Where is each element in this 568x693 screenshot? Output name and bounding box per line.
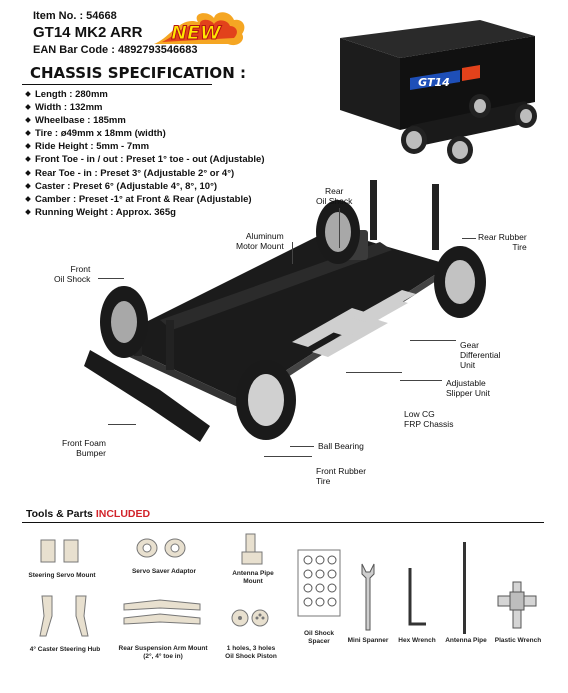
label-servo-saver-adaptor: Servo Saver Adaptor (131, 568, 197, 575)
label-rear-suspension-arm-mount: Rear Suspension Arm Mount (2°, 4° toe in… (118, 645, 208, 660)
callout-aluminum-motor-mount: Aluminum Motor Mount (236, 231, 284, 251)
callout-rear-oil-shock: Rear Oil Shock (316, 186, 353, 206)
mini-spanner-icon (361, 563, 375, 631)
callout-low-cg-chassis: Low CG FRP Chassis (404, 409, 454, 429)
leader-gear-diff (410, 340, 456, 341)
spec-list: Length : 280mm Width : 132mm Wheelbase :… (24, 88, 265, 219)
new-badge-text: NEW (171, 22, 222, 44)
rear-suspension-arm-mount-icon (123, 599, 201, 625)
label-mini-spanner: Mini Spanner (347, 637, 389, 644)
label-oil-shock-spacer: Oil Shock Spacer (304, 630, 334, 645)
antenna-pipe-mount-icon (241, 533, 263, 565)
label-antenna-pipe-mount: Antenna Pipe Mount (232, 570, 274, 585)
spec-item: Tire : ø49mm x 18mm (width) (24, 127, 265, 140)
leader-motor-mount (292, 242, 293, 264)
callout-rear-rubber-tire: Rear Rubber Tire (478, 232, 527, 252)
leader-ball-bearing (290, 446, 314, 447)
antenna-pipe-icon (463, 542, 466, 634)
spec-item: Wheelbase : 185mm (24, 114, 265, 127)
chassis-image (84, 180, 486, 442)
tools-title: Tools & Parts INCLUDED (26, 508, 151, 520)
label-caster-steering-hub: 4° Caster Steering Hub (29, 646, 101, 653)
spec-item: Length : 280mm (24, 88, 265, 101)
spec-item: Front Toe - in / out : Preset 1° toe - o… (24, 153, 265, 166)
box-logo: GT14 (418, 76, 450, 89)
label-antenna-pipe: Antenna Pipe (445, 637, 487, 644)
servo-saver-adaptor-icon (136, 538, 186, 558)
spec-item: Caster : Preset 6° (Adjustable 4°, 8°, 1… (24, 180, 265, 193)
caster-steering-hub-icon (39, 595, 89, 637)
callout-front-rubber-tire: Front Rubber Tire (316, 466, 367, 486)
label-hex-wrench: Hex Wrench (398, 637, 436, 644)
label-oil-shock-piston: 1 holes, 3 holes Oil Shock Piston (225, 645, 277, 660)
item-number: Item No. : 54668 (33, 10, 117, 22)
leader-rear-shock (339, 208, 340, 248)
spec-item: Camber : Preset -1° at Front & Rear (Adj… (24, 193, 265, 206)
spec-title: CHASSIS SPECIFICATION : (30, 64, 246, 82)
callout-ball-bearing: Ball Bearing (318, 441, 364, 451)
leader-chassis (346, 372, 402, 373)
leader-bumper (108, 424, 136, 425)
oil-shock-spacer-icon (297, 549, 341, 617)
model-name: GT14 MK2 ARR (33, 24, 143, 41)
leader-front-shock (98, 278, 124, 279)
spec-item: Width : 132mm (24, 101, 265, 114)
hex-wrench-icon (408, 568, 426, 626)
callout-front-oil-shock: Front Oil Shock (54, 264, 91, 284)
plastic-wrench-icon (497, 581, 537, 629)
tools-divider (22, 522, 544, 523)
tools-title-highlight: INCLUDED (95, 508, 151, 520)
oil-shock-piston-icon (231, 609, 269, 627)
leader-rear-tire (462, 238, 476, 239)
spec-item: Rear Toe - in : Preset 3° (Adjustable 2°… (24, 167, 265, 180)
spec-item: Ride Height : 5mm - 7mm (24, 140, 265, 153)
spec-item: Running Weight : Approx. 365g (24, 206, 265, 219)
callout-adjustable-slipper: Adjustable Slipper Unit (446, 378, 490, 398)
product-box-image: GT14 (340, 20, 537, 164)
callout-front-foam-bumper: Front Foam Bumper (62, 438, 106, 458)
new-badge: NEW (154, 12, 245, 46)
label-plastic-wrench: Plastic Wrench (494, 637, 542, 644)
spec-divider (22, 84, 212, 85)
callout-gear-differential: Gear Differential Unit (460, 340, 501, 370)
ean-code: EAN Bar Code : 4892793546683 (33, 44, 198, 56)
leader-slipper (400, 380, 442, 381)
label-steering-servo-mount: Steering Servo Mount (28, 572, 96, 579)
leader-front-tire (264, 456, 312, 457)
steering-servo-mount-icon (40, 539, 79, 563)
